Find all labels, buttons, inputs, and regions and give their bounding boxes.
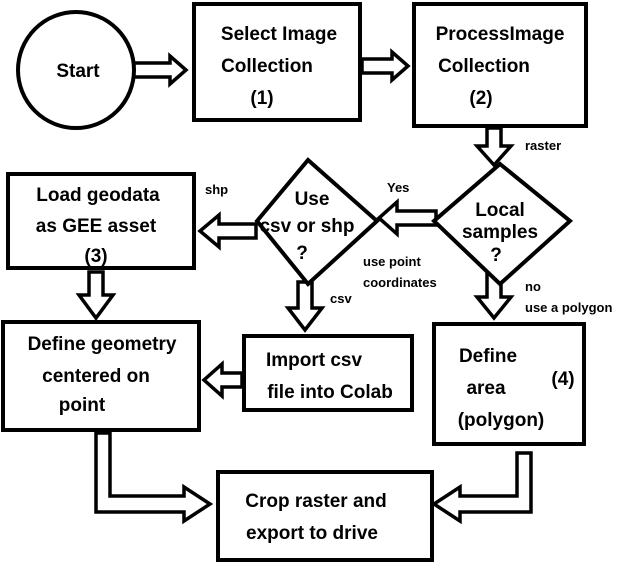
local-label-line2: samples xyxy=(462,222,538,243)
select-label-line1: Select Image xyxy=(221,24,337,45)
local-label-line1: Local xyxy=(475,200,525,221)
load-label-line1: Load geodata xyxy=(36,185,160,206)
import-label-line2: file into Colab xyxy=(267,382,393,403)
arrow-local-to-use xyxy=(376,198,438,238)
crop-label-line2: export to drive xyxy=(246,523,378,544)
crop-label-line1: Crop raster and xyxy=(245,491,386,512)
arrow-load-to-define-geometry xyxy=(75,270,117,321)
local-label-line3: ? xyxy=(490,245,502,266)
process-label-line2: Collection xyxy=(438,56,530,77)
start-label: Start xyxy=(56,61,100,82)
define-geometry-line2: centered on xyxy=(42,366,150,387)
use-label-line1: Use xyxy=(295,189,330,210)
edge-label-use-point-1: use point xyxy=(363,254,421,269)
edge-label-raster: raster xyxy=(525,138,561,153)
edge-label-use-a-polygon: use a polygon xyxy=(525,300,612,315)
define-area-box xyxy=(432,322,586,446)
arrow-define-geometry-to-crop xyxy=(94,431,214,525)
edge-label-yes: Yes xyxy=(387,180,409,195)
define-geometry-line3: point xyxy=(59,395,106,416)
edge-label-csv: csv xyxy=(330,291,352,306)
arrow-select-to-process xyxy=(360,48,411,84)
select-label-line2: Collection xyxy=(221,56,313,77)
arrow-define-area-to-crop xyxy=(430,451,533,525)
process-label-line1: ProcessImage xyxy=(436,24,565,45)
define-area-line4: (4) xyxy=(551,369,574,390)
edge-label-shp: shp xyxy=(205,182,228,197)
define-area-line2: area xyxy=(466,378,506,399)
arrow-import-to-define-geometry xyxy=(201,360,244,400)
use-label-line2: csv or shp xyxy=(259,216,354,237)
edge-label-use-point-2: coordinates xyxy=(363,275,437,290)
edge-label-no: no xyxy=(525,279,541,294)
crop-raster-box xyxy=(216,470,434,562)
define-area-line3: (polygon) xyxy=(458,410,545,431)
arrow-start-to-select xyxy=(131,52,189,88)
select-label-line3: (1) xyxy=(250,88,273,109)
import-csv-box xyxy=(242,334,414,412)
process-image-collection-box xyxy=(412,2,588,128)
define-geometry-line1: Define geometry xyxy=(28,334,177,355)
use-csv-or-shp-decision xyxy=(254,157,380,287)
process-label-line3: (2) xyxy=(469,88,492,109)
load-label-line2: as GEE asset xyxy=(36,216,157,237)
define-area-line1: Define xyxy=(459,346,517,367)
arrow-use-to-import xyxy=(284,280,326,333)
select-image-collection-box xyxy=(192,2,362,122)
import-label-line1: Import csv xyxy=(266,350,363,371)
start-node xyxy=(16,10,136,130)
use-label-line3: ? xyxy=(296,243,308,264)
arrow-use-to-load xyxy=(197,211,258,251)
load-label-line3: (3) xyxy=(84,246,107,267)
local-samples-decision xyxy=(431,161,574,287)
define-geometry-box xyxy=(1,320,201,432)
arrow-process-to-local xyxy=(473,126,515,168)
load-geodata-box xyxy=(6,172,196,270)
